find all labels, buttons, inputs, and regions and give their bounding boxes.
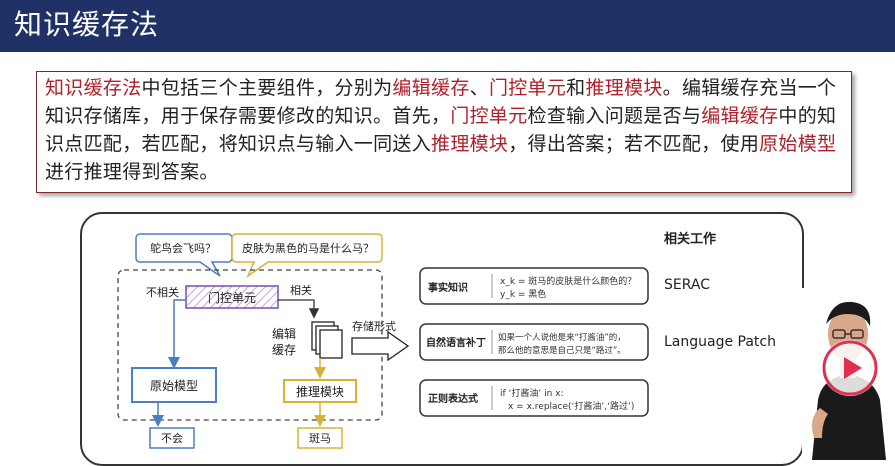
row-1-line-1: x_k = 斑马的皮肤是什么颜色的？ bbox=[500, 275, 636, 287]
gate-unit-label: 门控单元 bbox=[208, 290, 256, 305]
highlighted-term: 推理模块 bbox=[585, 77, 663, 99]
row-3-line-2: x = x.replace(‘打酱油’,‘路过’) bbox=[508, 400, 634, 412]
highlighted-term: 推理模块 bbox=[431, 133, 509, 155]
description-segment: ，得出答案；若不匹配，使用 bbox=[508, 133, 760, 155]
description-segment: 检查输入问题是否与 bbox=[527, 105, 702, 127]
highlighted-term: 知识缓存法 bbox=[45, 77, 142, 99]
question-ostrich-text: 鸵鸟会飞吗？ bbox=[150, 241, 216, 255]
edit-cache-label-2: 缓存 bbox=[272, 343, 296, 357]
description-segment: 进行推理得到答案。 bbox=[45, 161, 219, 183]
highlighted-term: 编辑缓存 bbox=[392, 77, 470, 99]
description-segment: 。编辑缓存充当一个知识存储库，用于保存需要修改的知识。首先， bbox=[45, 77, 837, 127]
row-2-line-1: 如果一个人说他是来“打酱油”的， bbox=[498, 332, 626, 343]
original-model-label: 原始模型 bbox=[150, 379, 198, 393]
row-2-method: Language Patch bbox=[664, 334, 776, 350]
highlighted-term: 门控单元 bbox=[450, 105, 528, 127]
description-segment: 中的知识点匹配，若匹配，将知识点与输入一同送入 bbox=[45, 105, 837, 155]
no-match-label: 不相关 bbox=[146, 285, 179, 299]
description-segment: 中包括三个主要组件，分别为 bbox=[141, 77, 393, 99]
row-regex: 正则表达式 if ‘打酱油’ in x: x = x.replace(‘打酱油’… bbox=[419, 379, 649, 417]
row-2-line-2: 那么他的意思是自己只是“路过”。 bbox=[498, 345, 626, 356]
knowledge-cache-container bbox=[117, 269, 383, 421]
question-bubble-ostrich: 鸵鸟会飞吗？ bbox=[135, 233, 233, 277]
question-zebra-text: 皮肤为黑色的马是什么马？ bbox=[242, 241, 374, 255]
match-arrow bbox=[278, 299, 320, 319]
row-3-line-1: if ‘打酱油’ in x: bbox=[500, 387, 564, 399]
row-2-label: 自然语言补丁 bbox=[426, 336, 486, 349]
row-1-line-2: y_k = 黑色 bbox=[500, 288, 546, 300]
gate-unit-box: 门控单元 bbox=[185, 285, 279, 309]
reasoning-module-label: 推理模块 bbox=[296, 385, 344, 399]
highlighted-term: 编辑缓存 bbox=[701, 105, 779, 127]
output-zebra-text: 斑马 bbox=[309, 432, 331, 445]
row-fact-knowledge: 事实知识 x_k = 斑马的皮肤是什么颜色的？ y_k = 黑色 SERAC bbox=[419, 267, 710, 305]
match-label: 相关 bbox=[290, 283, 312, 297]
row-natural-language-patch: 自然语言补丁 如果一个人说他是来“打酱油”的， 那么他的意思是自己只是“路过”。… bbox=[419, 323, 776, 361]
description-segment: 、 bbox=[469, 77, 489, 99]
no-match-arrow bbox=[168, 299, 186, 369]
highlighted-term: 原始模型 bbox=[759, 133, 837, 155]
output-no-box: 不会 bbox=[149, 427, 195, 449]
row-3-label: 正则表达式 bbox=[428, 392, 478, 405]
slide-title: 知识缓存法 bbox=[14, 8, 160, 41]
play-button[interactable] bbox=[822, 340, 878, 396]
storage-form-label: 存储形式 bbox=[352, 319, 396, 333]
row-1-method: SERAC bbox=[664, 277, 710, 293]
description-segment: 和 bbox=[566, 77, 586, 99]
output-zebra-box: 斑马 bbox=[297, 427, 343, 449]
description-callout: 知识缓存法中包括三个主要组件，分别为编辑缓存、门控单元和推理模块。编辑缓存充当一… bbox=[36, 71, 852, 193]
row-1-label: 事实知识 bbox=[428, 281, 468, 294]
edit-cache-stack: 编辑 缓存 bbox=[272, 321, 343, 359]
slide-title-bar: 知识缓存法 bbox=[0, 0, 895, 52]
storage-form-arrow bbox=[351, 330, 410, 362]
description-text: 知识缓存法中包括三个主要组件，分别为编辑缓存、门控单元和推理模块。编辑缓存充当一… bbox=[45, 74, 845, 186]
reasoning-module-box: 推理模块 bbox=[283, 379, 357, 403]
highlighted-term: 门控单元 bbox=[488, 77, 567, 99]
original-model-box: 原始模型 bbox=[131, 367, 217, 403]
play-icon bbox=[822, 340, 878, 396]
related-work-heading: 相关工作 bbox=[664, 231, 716, 247]
question-bubble-zebra: 皮肤为黑色的马是什么马？ bbox=[231, 233, 383, 279]
output-no-text: 不会 bbox=[161, 432, 183, 445]
edit-cache-label-1: 编辑 bbox=[272, 326, 296, 341]
